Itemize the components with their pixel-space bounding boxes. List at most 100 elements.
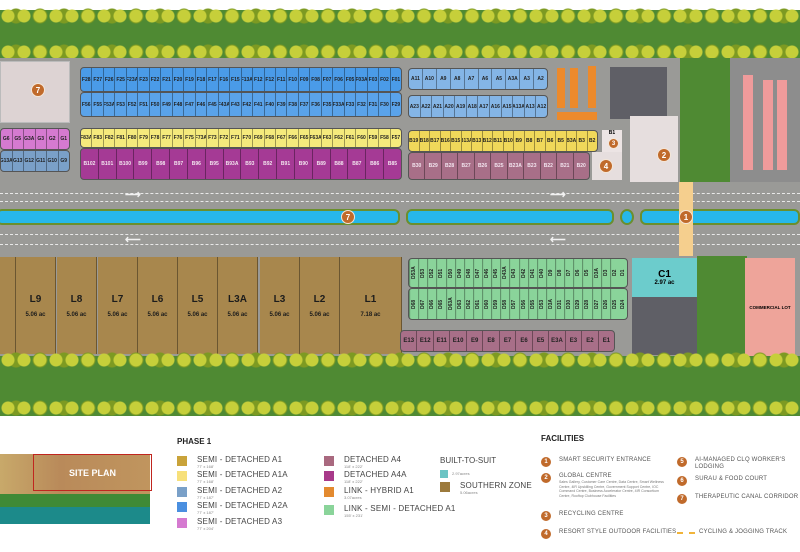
plot-cell[interactable]: D68 xyxy=(409,289,419,319)
plot-cell[interactable]: B10 xyxy=(504,131,514,151)
plot-cell[interactable]: A9 xyxy=(437,69,451,89)
plot-cell[interactable]: D3A xyxy=(591,259,601,287)
plot-cell[interactable]: D30 xyxy=(564,289,574,319)
plot-cell[interactable]: B97 xyxy=(170,149,188,179)
plot-cell[interactable]: G2 xyxy=(47,129,59,149)
plot-cell[interactable]: F12 xyxy=(253,68,265,91)
plot-cell[interactable]: F66 xyxy=(287,129,299,147)
plot-cell[interactable]: F43A xyxy=(219,93,231,116)
plot-cell[interactable]: F56 xyxy=(81,93,93,116)
plot-cell[interactable]: B101 xyxy=(99,149,117,179)
plot-cell[interactable]: D3 xyxy=(600,259,610,287)
plot-cell[interactable]: B98 xyxy=(152,149,171,179)
plot-cell[interactable]: G13A xyxy=(1,151,13,171)
plot-cell[interactable]: D47 xyxy=(472,259,482,287)
plot-cell[interactable]: B17 xyxy=(430,131,441,151)
plot-cell[interactable]: A5 xyxy=(492,69,507,89)
plot-cell[interactable]: A6 xyxy=(479,69,493,89)
plot-cell[interactable]: F46 xyxy=(196,93,208,116)
commercial-lot[interactable]: COMMERCIAL LOT xyxy=(745,258,795,356)
plot-cell[interactable]: F42 xyxy=(242,93,254,116)
plot-cell[interactable]: F40 xyxy=(265,93,276,116)
plot-cell[interactable]: A2 xyxy=(537,76,544,82)
plot-cell[interactable]: A16 xyxy=(490,96,502,117)
plot-cell[interactable]: B3 xyxy=(577,131,588,151)
plot-cell[interactable]: B13 xyxy=(472,131,483,151)
plot-cell[interactable]: A21 xyxy=(432,96,444,117)
plot-cell[interactable]: D45 xyxy=(491,259,501,287)
plot-cell[interactable]: F10 xyxy=(287,68,299,91)
lot-partial[interactable] xyxy=(0,257,16,354)
plot-cell[interactable]: E10 xyxy=(450,331,467,351)
plot-cell[interactable]: A15 xyxy=(502,96,514,117)
plot-cell[interactable]: D66 xyxy=(427,289,437,319)
plot-cell[interactable]: F61 xyxy=(345,129,357,147)
plot-cell[interactable]: F83 xyxy=(92,129,104,147)
plot-cell[interactable]: F70 xyxy=(242,129,254,147)
plot-cell[interactable]: B93 xyxy=(241,149,260,179)
plot-cell[interactable]: F52 xyxy=(127,93,139,116)
plot-cell[interactable]: F22 xyxy=(150,68,162,91)
plot-cell[interactable]: D43 xyxy=(509,259,519,287)
plot-cell[interactable]: F07 xyxy=(322,68,334,91)
plot-cell[interactable]: A19 xyxy=(455,96,467,117)
plot-cell[interactable]: F23 xyxy=(138,68,150,91)
plot-cell[interactable]: F32 xyxy=(356,93,368,116)
plot-cell[interactable]: B20 xyxy=(576,163,586,169)
plot-cell[interactable]: F58 xyxy=(379,129,391,147)
plot-cell[interactable]: D55 xyxy=(527,289,537,319)
plot-cell[interactable]: D51 xyxy=(436,259,446,287)
facility-marker-7[interactable]: 7 xyxy=(341,210,355,224)
plot-cell[interactable]: A18 xyxy=(467,96,479,117)
plot-cell[interactable]: D63A xyxy=(445,289,455,319)
plot-cell[interactable]: D42 xyxy=(518,259,528,287)
plot-cell[interactable]: F60 xyxy=(356,129,368,147)
plot-cell[interactable]: B91 xyxy=(277,149,295,179)
plot-cell[interactable]: F23A xyxy=(127,68,139,91)
plot-cell[interactable]: A3A xyxy=(506,69,521,89)
plot-cell[interactable]: F36 xyxy=(310,93,322,116)
facility-marker-4[interactable]: 4 xyxy=(599,159,613,173)
plot-cell[interactable]: B99 xyxy=(134,149,153,179)
plot-cell[interactable]: F25 xyxy=(115,68,127,91)
plot-cell[interactable]: D48 xyxy=(463,259,473,287)
plot-cell[interactable]: G9 xyxy=(60,158,68,164)
plot-cell[interactable]: F02 xyxy=(379,68,391,91)
plot-cell[interactable]: F19 xyxy=(184,68,196,91)
plot-cell[interactable]: F01 xyxy=(391,76,401,83)
plot-cell[interactable]: F41 xyxy=(253,93,265,116)
plot-cell[interactable]: A3 xyxy=(520,69,535,89)
plot-cell[interactable]: B2 xyxy=(589,138,596,144)
plot-cell[interactable]: G3A xyxy=(24,129,36,149)
plot-cell[interactable]: B6 xyxy=(546,131,556,151)
plot-cell[interactable]: A10 xyxy=(423,69,437,89)
plot-cell[interactable]: F63 xyxy=(322,129,334,147)
plot-cell[interactable]: F51 xyxy=(138,93,150,116)
plot-cell[interactable]: B93A xyxy=(224,149,242,179)
plot-cell[interactable]: B23 xyxy=(524,153,541,179)
plot-cell[interactable]: B21 xyxy=(557,153,574,179)
plot-cell[interactable]: F28 xyxy=(81,68,93,91)
plot-cell[interactable]: F67 xyxy=(276,129,288,147)
plot-cell[interactable]: D26 xyxy=(600,289,610,319)
plot-cell[interactable]: D56 xyxy=(518,289,528,319)
plot-cell[interactable]: F09 xyxy=(299,68,311,91)
plot-cell[interactable]: F78 xyxy=(150,129,162,147)
plot-cell[interactable]: D8 xyxy=(555,259,565,287)
plot-cell[interactable]: E8 xyxy=(483,331,500,351)
plot-cell[interactable]: D50 xyxy=(445,259,455,287)
plot-cell[interactable]: F20 xyxy=(173,68,185,91)
facility-marker-3[interactable]: 3 xyxy=(608,138,619,149)
plot-cell[interactable]: D6 xyxy=(573,259,583,287)
plot-cell[interactable]: G10 xyxy=(47,151,59,171)
plot-cell[interactable]: F03A xyxy=(356,68,368,91)
plot-cell[interactable]: E6 xyxy=(516,331,533,351)
plot-cell[interactable]: B7 xyxy=(535,131,546,151)
plot-c1[interactable]: C1 2.97 ac xyxy=(632,258,697,297)
